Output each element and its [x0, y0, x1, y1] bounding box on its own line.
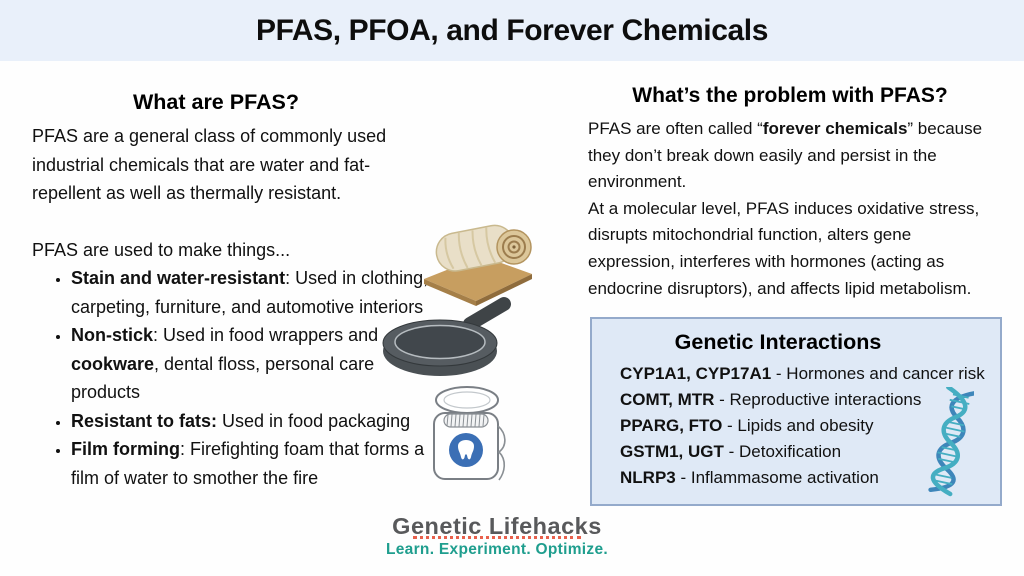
uses-list: Stain and water-resistant: Used in cloth…	[32, 264, 436, 492]
right-heading: What’s the problem with PFAS?	[632, 84, 948, 107]
problem-para-2: At a molecular level, PFAS induces oxida…	[588, 198, 980, 298]
left-heading: What are PFAS?	[132, 90, 300, 114]
dental-floss-image	[427, 384, 511, 493]
uses-list-item: Non-stick: Used in food wrappers and coo…	[71, 321, 436, 407]
genetics-heading: Genetic Interactions	[674, 330, 882, 354]
uses-lead: PFAS are used to make things...	[32, 239, 291, 260]
page-title: PFAS, PFOA, and Forever Chemicals	[256, 13, 768, 47]
gene-list: CYP1A1, CYP17A1 - Hormones and cancer ri…	[592, 361, 1000, 491]
left-intro: PFAS are a general class of commonly use…	[32, 126, 387, 203]
header-band: PFAS, PFOA, and Forever Chemicals	[0, 0, 1024, 61]
brand-tagline: Learn. Experiment. Optimize.	[385, 541, 608, 558]
uses-list-item: Stain and water-resistant: Used in cloth…	[71, 264, 436, 321]
genetic-interactions-box: Genetic Interactions CYP1A1, CYP17A1 - H…	[590, 317, 1002, 506]
dental-floss-icon	[433, 386, 506, 481]
what-are-pfas-section: What are PFAS? PFAS are a general class …	[32, 90, 436, 492]
uses-list-item: Film forming: Firefighting foam that for…	[71, 435, 436, 492]
gene-list-item: CYP1A1, CYP17A1 - Hormones and cancer ri…	[620, 364, 985, 383]
dotted-divider	[413, 536, 581, 539]
brand-wordmark: Genetic Lifehacks	[392, 513, 602, 539]
brand-footer: Genetic Lifehacks Learn. Experiment. Opt…	[0, 513, 994, 559]
gene-list-item: GSTM1, UGT - Detoxification	[620, 442, 842, 461]
dna-helix-icon	[928, 384, 978, 502]
gene-list-item: COMT, MTR - Reproductive interactions	[620, 390, 922, 409]
gene-list-item: PPARG, FTO - Lipids and obesity	[620, 416, 874, 435]
gene-list-item: NLRP3 - Inflammasome activation	[620, 468, 879, 487]
carpet-roll-icon	[424, 224, 532, 306]
frying-pan-image	[378, 296, 513, 385]
frying-pan-icon	[382, 297, 511, 376]
problem-para-1: PFAS are often called “forever chemicals…	[588, 119, 983, 192]
pfas-problem-section: What’s the problem with PFAS? PFAS are o…	[588, 84, 1012, 302]
carpet-roll-image	[424, 222, 536, 315]
uses-list-item: Resistant to fats: Used in food packagin…	[71, 407, 436, 436]
